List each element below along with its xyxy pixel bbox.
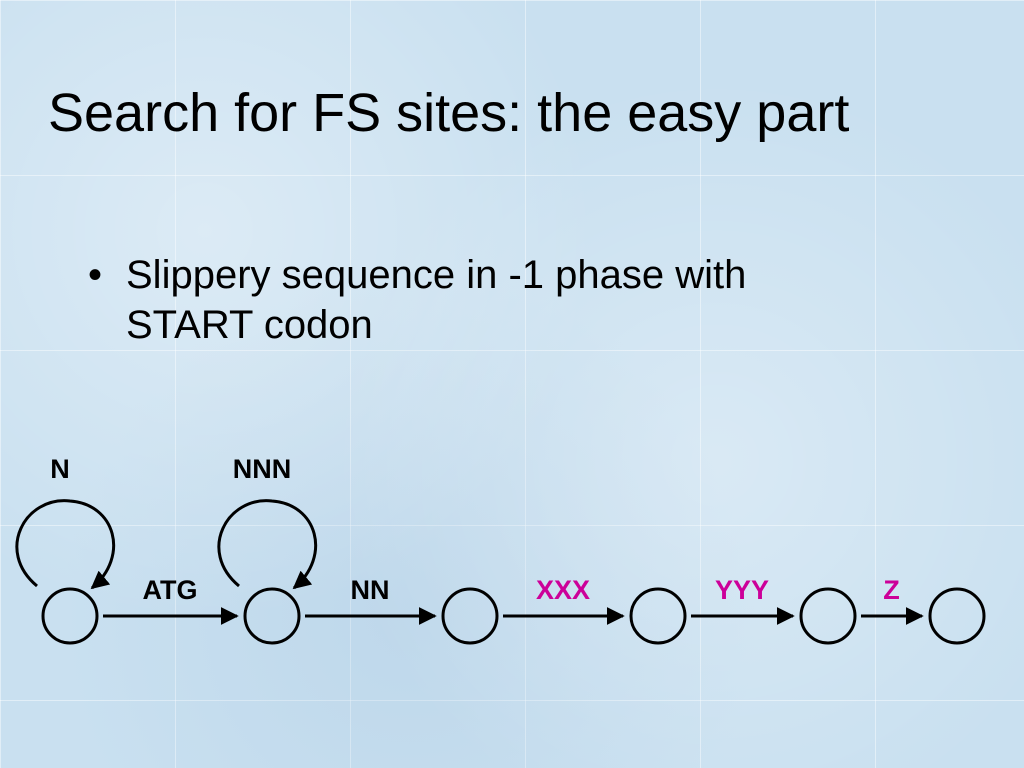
transition-label: Z (883, 575, 900, 605)
state-node (441, 587, 499, 645)
state-node (41, 587, 99, 645)
state-node (928, 587, 986, 645)
self-loop-label: NNN (233, 454, 292, 484)
transition-label: NN (351, 575, 390, 605)
self-loop-arrow (217, 499, 318, 590)
bullet-item: • Slippery sequence in -1 phase with STA… (88, 250, 868, 350)
slide-title: Search for FS sites: the easy part (48, 83, 850, 143)
bullet-text: Slippery sequence in -1 phase with START… (126, 253, 747, 347)
state-node (799, 587, 857, 645)
bullet-marker: • (88, 253, 103, 297)
bullet-list: • Slippery sequence in -1 phase with STA… (88, 250, 868, 350)
state-node (629, 587, 687, 645)
transition-label: YYY (715, 575, 769, 605)
transition-label: XXX (536, 575, 590, 605)
self-loop-arrow (15, 499, 116, 590)
self-loop-label: N (50, 454, 70, 484)
state-node (243, 587, 301, 645)
transition-label: ATG (143, 575, 198, 605)
